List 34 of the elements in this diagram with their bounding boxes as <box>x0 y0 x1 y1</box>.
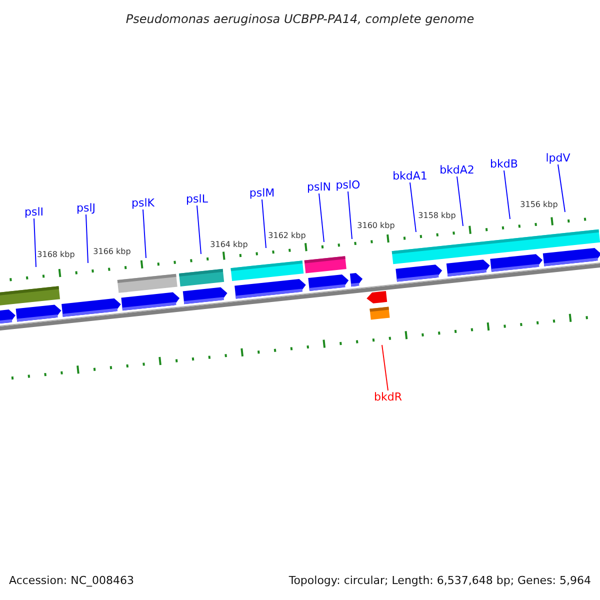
gene-label: pslI <box>24 206 44 218</box>
gene-label: pslO <box>336 178 360 192</box>
leader-line <box>456 176 464 226</box>
leader-line <box>348 191 352 240</box>
leader-line <box>504 170 510 220</box>
title: Pseudomonas aeruginosa UCBPP-PA14, complete genome <box>124 11 476 28</box>
gene-label: pslK <box>132 196 154 210</box>
scale-label: 3160 kbp <box>357 221 395 231</box>
scale-label: 3168 kbp <box>37 250 75 260</box>
gene-label: lpdV <box>546 152 570 164</box>
leader-line <box>262 199 266 248</box>
leader-line <box>34 218 36 268</box>
leader-line <box>196 205 202 254</box>
scale-label: 3158 kbp <box>418 211 456 221</box>
scale-label: 3166 kbp <box>93 247 131 257</box>
gene-label: bkdR <box>374 390 402 404</box>
gene-label: pslN <box>307 180 331 194</box>
gene-label: pslM <box>249 186 275 200</box>
leader-line <box>382 344 388 391</box>
scale-label: 3164 kbp <box>210 240 248 250</box>
scale-label: 3156 kbp <box>520 200 558 210</box>
leader-line <box>86 214 88 264</box>
gene-label: bkdB <box>490 158 518 170</box>
footer-text: Accession: NC_008463 <box>9 574 134 588</box>
gene-label: pslJ <box>76 202 96 214</box>
leader-line <box>410 182 416 232</box>
gene-label: bkdA2 <box>440 164 474 176</box>
gene-label: bkdA1 <box>392 170 428 182</box>
leader-line <box>318 193 324 242</box>
gene-label: pslL <box>186 192 208 206</box>
leader-line <box>142 209 146 258</box>
scale-label: 3162 kbp <box>268 231 306 241</box>
leader-line <box>558 164 566 212</box>
footer-text: Topology: circular; Length: 6,537,648 bp; Genes: 5,964 <box>288 574 591 588</box>
